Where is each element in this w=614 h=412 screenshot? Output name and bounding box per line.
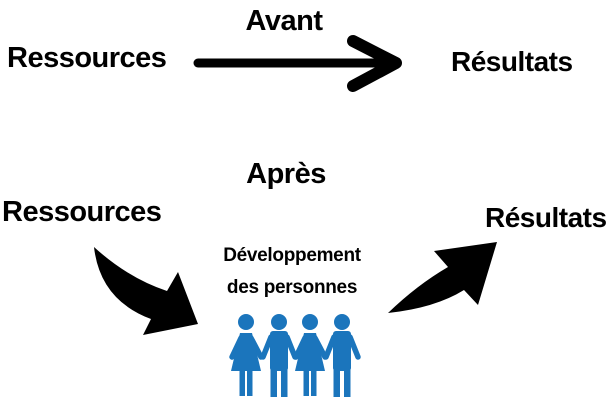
people-group-icon [229,314,361,397]
person-woman-icon [295,314,325,396]
after-title: Après [246,158,326,190]
curved-arrow-up-right-icon [388,242,497,313]
straight-right-arrow-icon [193,35,402,92]
people-development-line1: Développement [223,245,361,266]
person-man-icon [270,314,288,397]
people-development-line2: des personnes [226,277,358,298]
curved-arrow-down-right-icon [94,247,198,335]
after-resources-label: Ressources [2,196,162,228]
person-woman-icon [231,314,261,396]
before-results-label: Résultats [451,46,573,77]
people-development-label: Développement des personnes [223,240,361,304]
before-resources-label: Ressources [7,42,167,74]
before-title: Avant [245,5,324,37]
after-results-label: Résultats [485,202,607,233]
person-man-icon [333,314,351,397]
